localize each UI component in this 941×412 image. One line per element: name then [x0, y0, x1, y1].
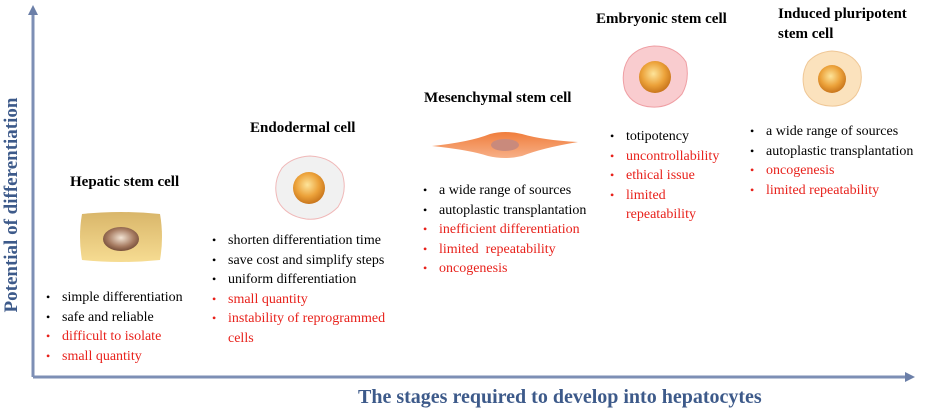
- hepatic-stem-cell-list: simple differentiation safe and reliable…: [46, 288, 183, 366]
- endodermal-cell-icon: [275, 155, 345, 220]
- list-item: autoplastic transplantation: [750, 142, 913, 162]
- endodermal-cell-title: Endodermal cell: [250, 120, 356, 136]
- list-item: inefficient differentiation: [423, 220, 586, 240]
- list-item: uniform differentiation: [212, 270, 385, 290]
- list-item: limited repeatability: [423, 240, 586, 260]
- embryonic-cell-icon: [622, 45, 688, 108]
- list-item: a wide range of sources: [423, 181, 586, 201]
- list-item: ethical issue: [610, 166, 719, 186]
- embryonic-stem-cell-title: Embryonic stem cell: [596, 11, 727, 27]
- hepatic-cell-icon: [80, 212, 162, 262]
- list-item: small quantity: [212, 290, 385, 310]
- list-item: shorten differentiation time: [212, 231, 385, 251]
- list-item: simple differentiation: [46, 288, 183, 308]
- list-item: limited repeatability: [750, 181, 913, 201]
- mesenchymal-cell-icon: [432, 132, 578, 158]
- endodermal-cell-list: shorten differentiation time save cost a…: [212, 231, 385, 348]
- hepatic-stem-cell-title: Hepatic stem cell: [70, 174, 180, 190]
- list-item: small quantity: [46, 347, 183, 367]
- ipsc-title-line-2: stem cell: [778, 26, 834, 42]
- list-item: autoplastic transplantation: [423, 201, 586, 221]
- list-item: oncogenesis: [750, 161, 913, 181]
- embryonic-stem-cell-list: totipotency uncontrollability ethical is…: [610, 127, 719, 225]
- ipsc-cell-icon: [802, 50, 862, 107]
- ipsc-title-line-1: Induced pluripotent: [778, 6, 907, 22]
- mesenchymal-stem-cell-title: Mesenchymal stem cell: [424, 90, 572, 106]
- x-axis-label: The stages required to develop into hepa…: [358, 386, 762, 408]
- list-item: uncontrollability: [610, 147, 719, 167]
- list-item: limited: [610, 186, 719, 206]
- list-item: instability of reprogrammed: [212, 309, 385, 329]
- list-item: difficult to isolate: [46, 327, 183, 347]
- list-item: oncogenesis: [423, 259, 586, 279]
- list-item: save cost and simplify steps: [212, 251, 385, 271]
- mesenchymal-stem-cell-list: a wide range of sources autoplastic tran…: [423, 181, 586, 279]
- list-item: cells: [228, 330, 254, 346]
- list-item: repeatability: [626, 207, 696, 222]
- list-item: totipotency: [610, 127, 719, 147]
- ipsc-list: a wide range of sources autoplastic tran…: [750, 122, 913, 200]
- list-item: a wide range of sources: [750, 122, 913, 142]
- list-item: safe and reliable: [46, 308, 183, 328]
- ipsc-title: Induced pluripotent stem cell: [778, 4, 907, 44]
